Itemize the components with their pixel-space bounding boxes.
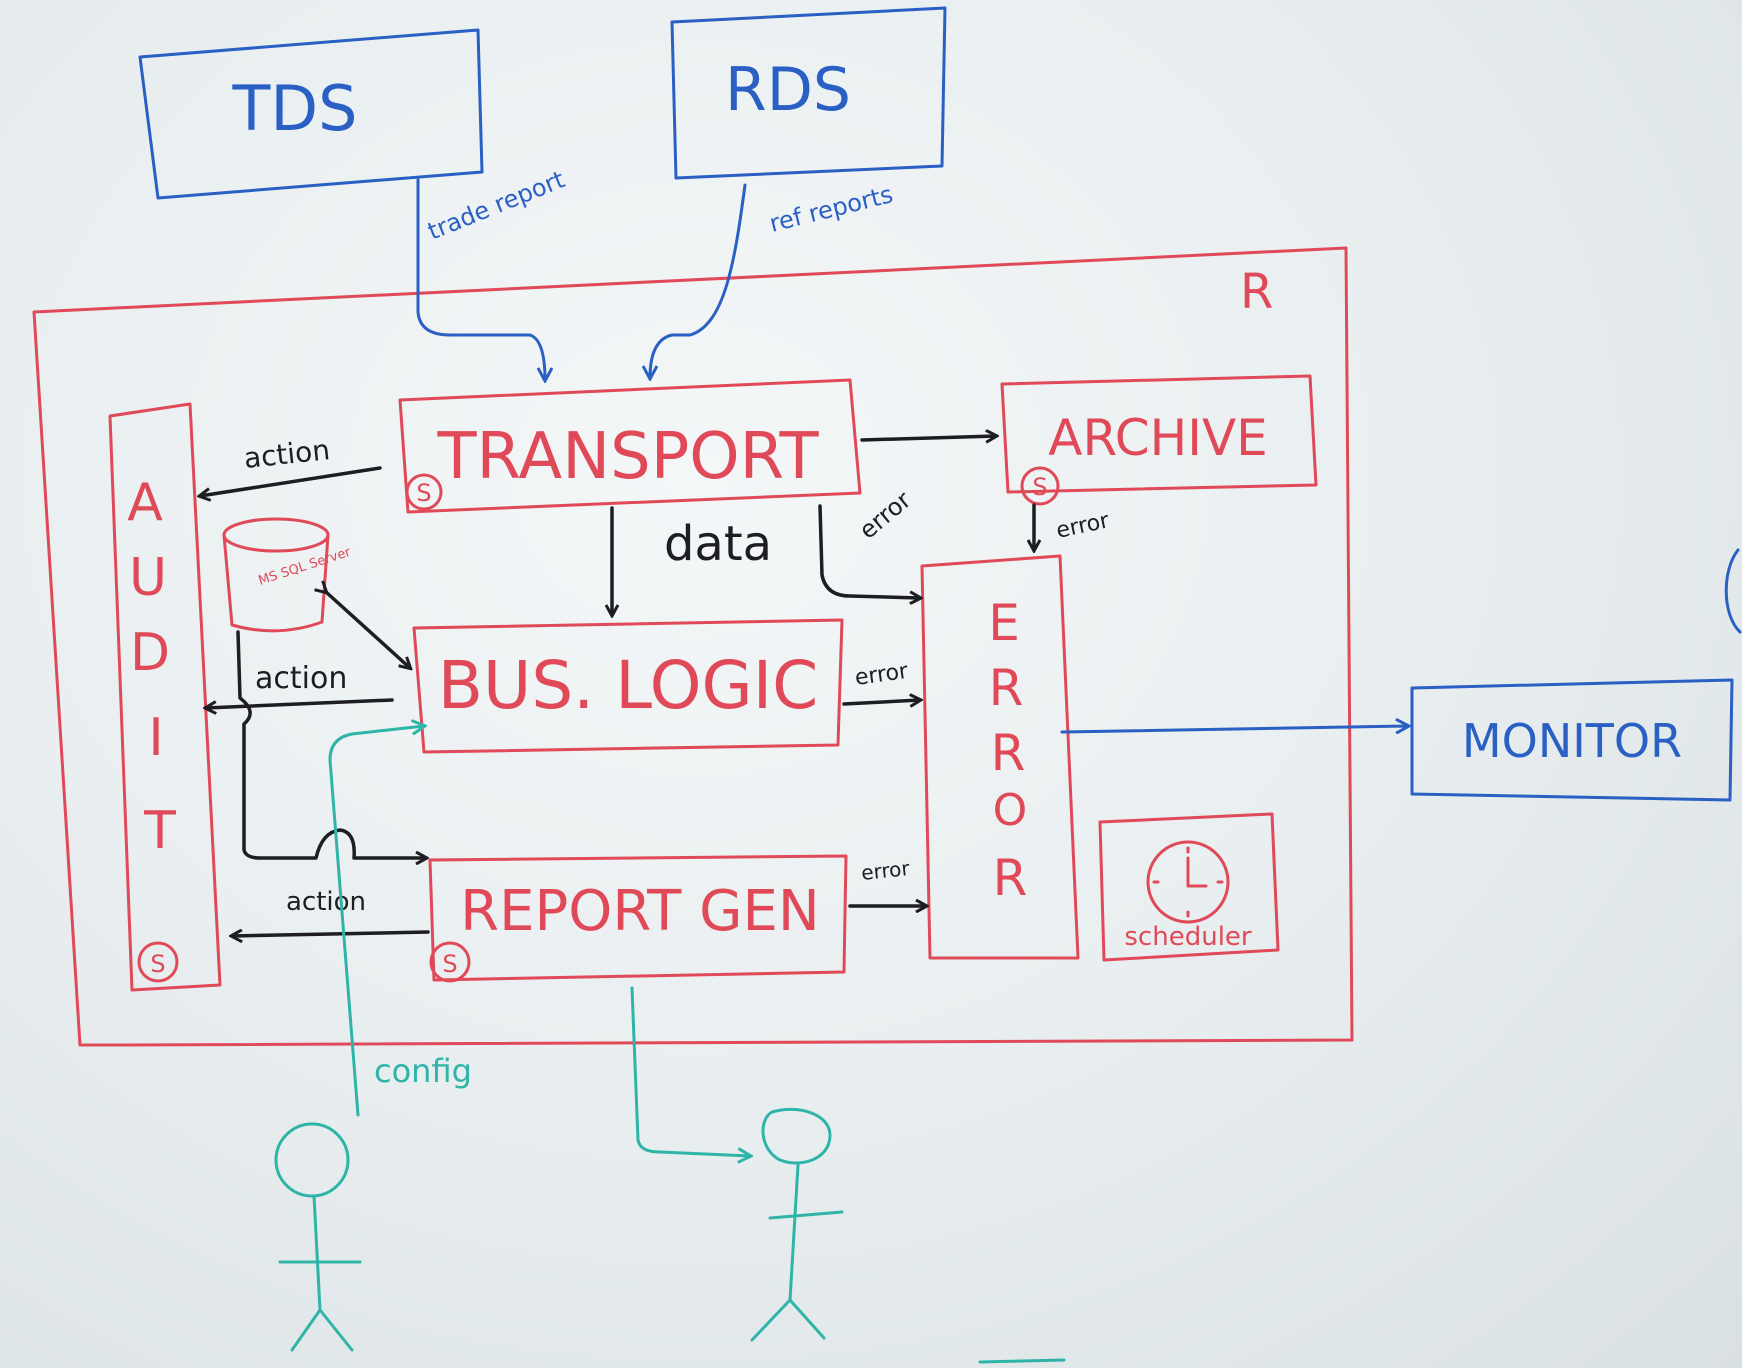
archive-label: ARCHIVE [1048,409,1268,467]
s-circle-icon: S [137,941,179,983]
audit-node: A U D I T S [108,402,222,992]
svg-text:S: S [442,950,457,978]
error-label: error [853,659,910,691]
error-letter: O [993,785,1028,836]
archive-node: ARCHIVE S [1000,374,1318,506]
transport-label: TRANSPORT [436,420,819,494]
svg-text:S: S [416,479,431,507]
transport-action-arrow [200,466,382,496]
trade-report-label: trade report [424,165,569,245]
db-to-reportgen-arrow [236,630,426,858]
transport-node: TRANSPORT S [398,378,862,514]
config-label: config [374,1052,472,1090]
audit-letter: A [127,473,163,533]
scheduler-label: scheduler [1124,922,1252,952]
system-boundary [32,246,1354,1047]
report-output-arrow [630,986,750,1156]
archive-box [1000,374,1318,494]
audit-letter: I [148,708,163,768]
db-to-buslogic-arrow [326,592,410,668]
config-arrow [328,726,424,1117]
error-letter: R [991,724,1026,782]
action-label: action [286,887,366,917]
trade-report-arrow [416,178,545,380]
error-to-monitor-arrow [1060,726,1408,732]
system-tag: R [1240,264,1273,320]
monitor-label: MONITOR [1462,714,1682,768]
stick-figure-icon [274,1122,362,1352]
error-label: error [860,856,911,885]
report-gen-box [428,854,848,982]
rds-label: RDS [725,55,851,125]
reportgen-action-arrow [232,932,430,936]
s-circle-icon: S [405,473,443,511]
error-label: error [1054,508,1112,544]
tds-box [138,28,484,200]
report-gen-label: REPORT GEN [460,879,820,944]
scheduler-node: scheduler [1098,812,1280,962]
error-letter: R [989,659,1024,717]
scheduler-box [1098,812,1280,962]
tds-node: TDS [138,28,484,200]
audit-letter: U [129,548,167,608]
action-label: action [255,661,347,696]
bus-logic-label: BUS. LOGIC [438,647,819,724]
buslogic-action-arrow [206,698,394,708]
s-circle-icon: S [1020,466,1060,506]
ref-reports-arrow [650,183,747,378]
rds-node: RDS [670,6,947,180]
buslogic-error-arrow [842,700,920,704]
audit-letter: T [143,801,176,861]
tds-label: TDS [232,72,358,145]
error-label: error [854,486,917,545]
svg-text:S: S [150,950,165,978]
report-gen-node: REPORT GEN S [428,854,848,983]
audit-box [108,402,222,992]
offscreen-shape [978,1358,1066,1364]
stick-figure-icon [750,1107,844,1342]
transport-to-archive-arrow [860,436,996,440]
transport-box [398,378,862,514]
ref-reports-label: ref reports [767,180,896,238]
error-letter: E [988,594,1020,652]
monitor-node: MONITOR [1410,678,1734,802]
s-circle-icon: S [429,941,471,983]
bus-logic-node: BUS. LOGIC [412,618,844,754]
offscreen-shape [1724,548,1742,634]
error-box [920,554,1080,960]
bus-logic-box [412,618,844,754]
data-label: data [664,516,772,572]
monitor-box [1410,678,1734,802]
rds-box [670,6,947,180]
error-node: E R R O R [920,554,1080,960]
clock-icon [1146,840,1230,924]
audit-letter: D [130,623,170,683]
transport-error-arrow [818,504,920,598]
database-cylinder-icon: MS SQL Server [222,517,353,633]
error-letter: R [993,849,1028,907]
svg-text:S: S [1032,473,1047,501]
action-label: action [242,433,331,475]
